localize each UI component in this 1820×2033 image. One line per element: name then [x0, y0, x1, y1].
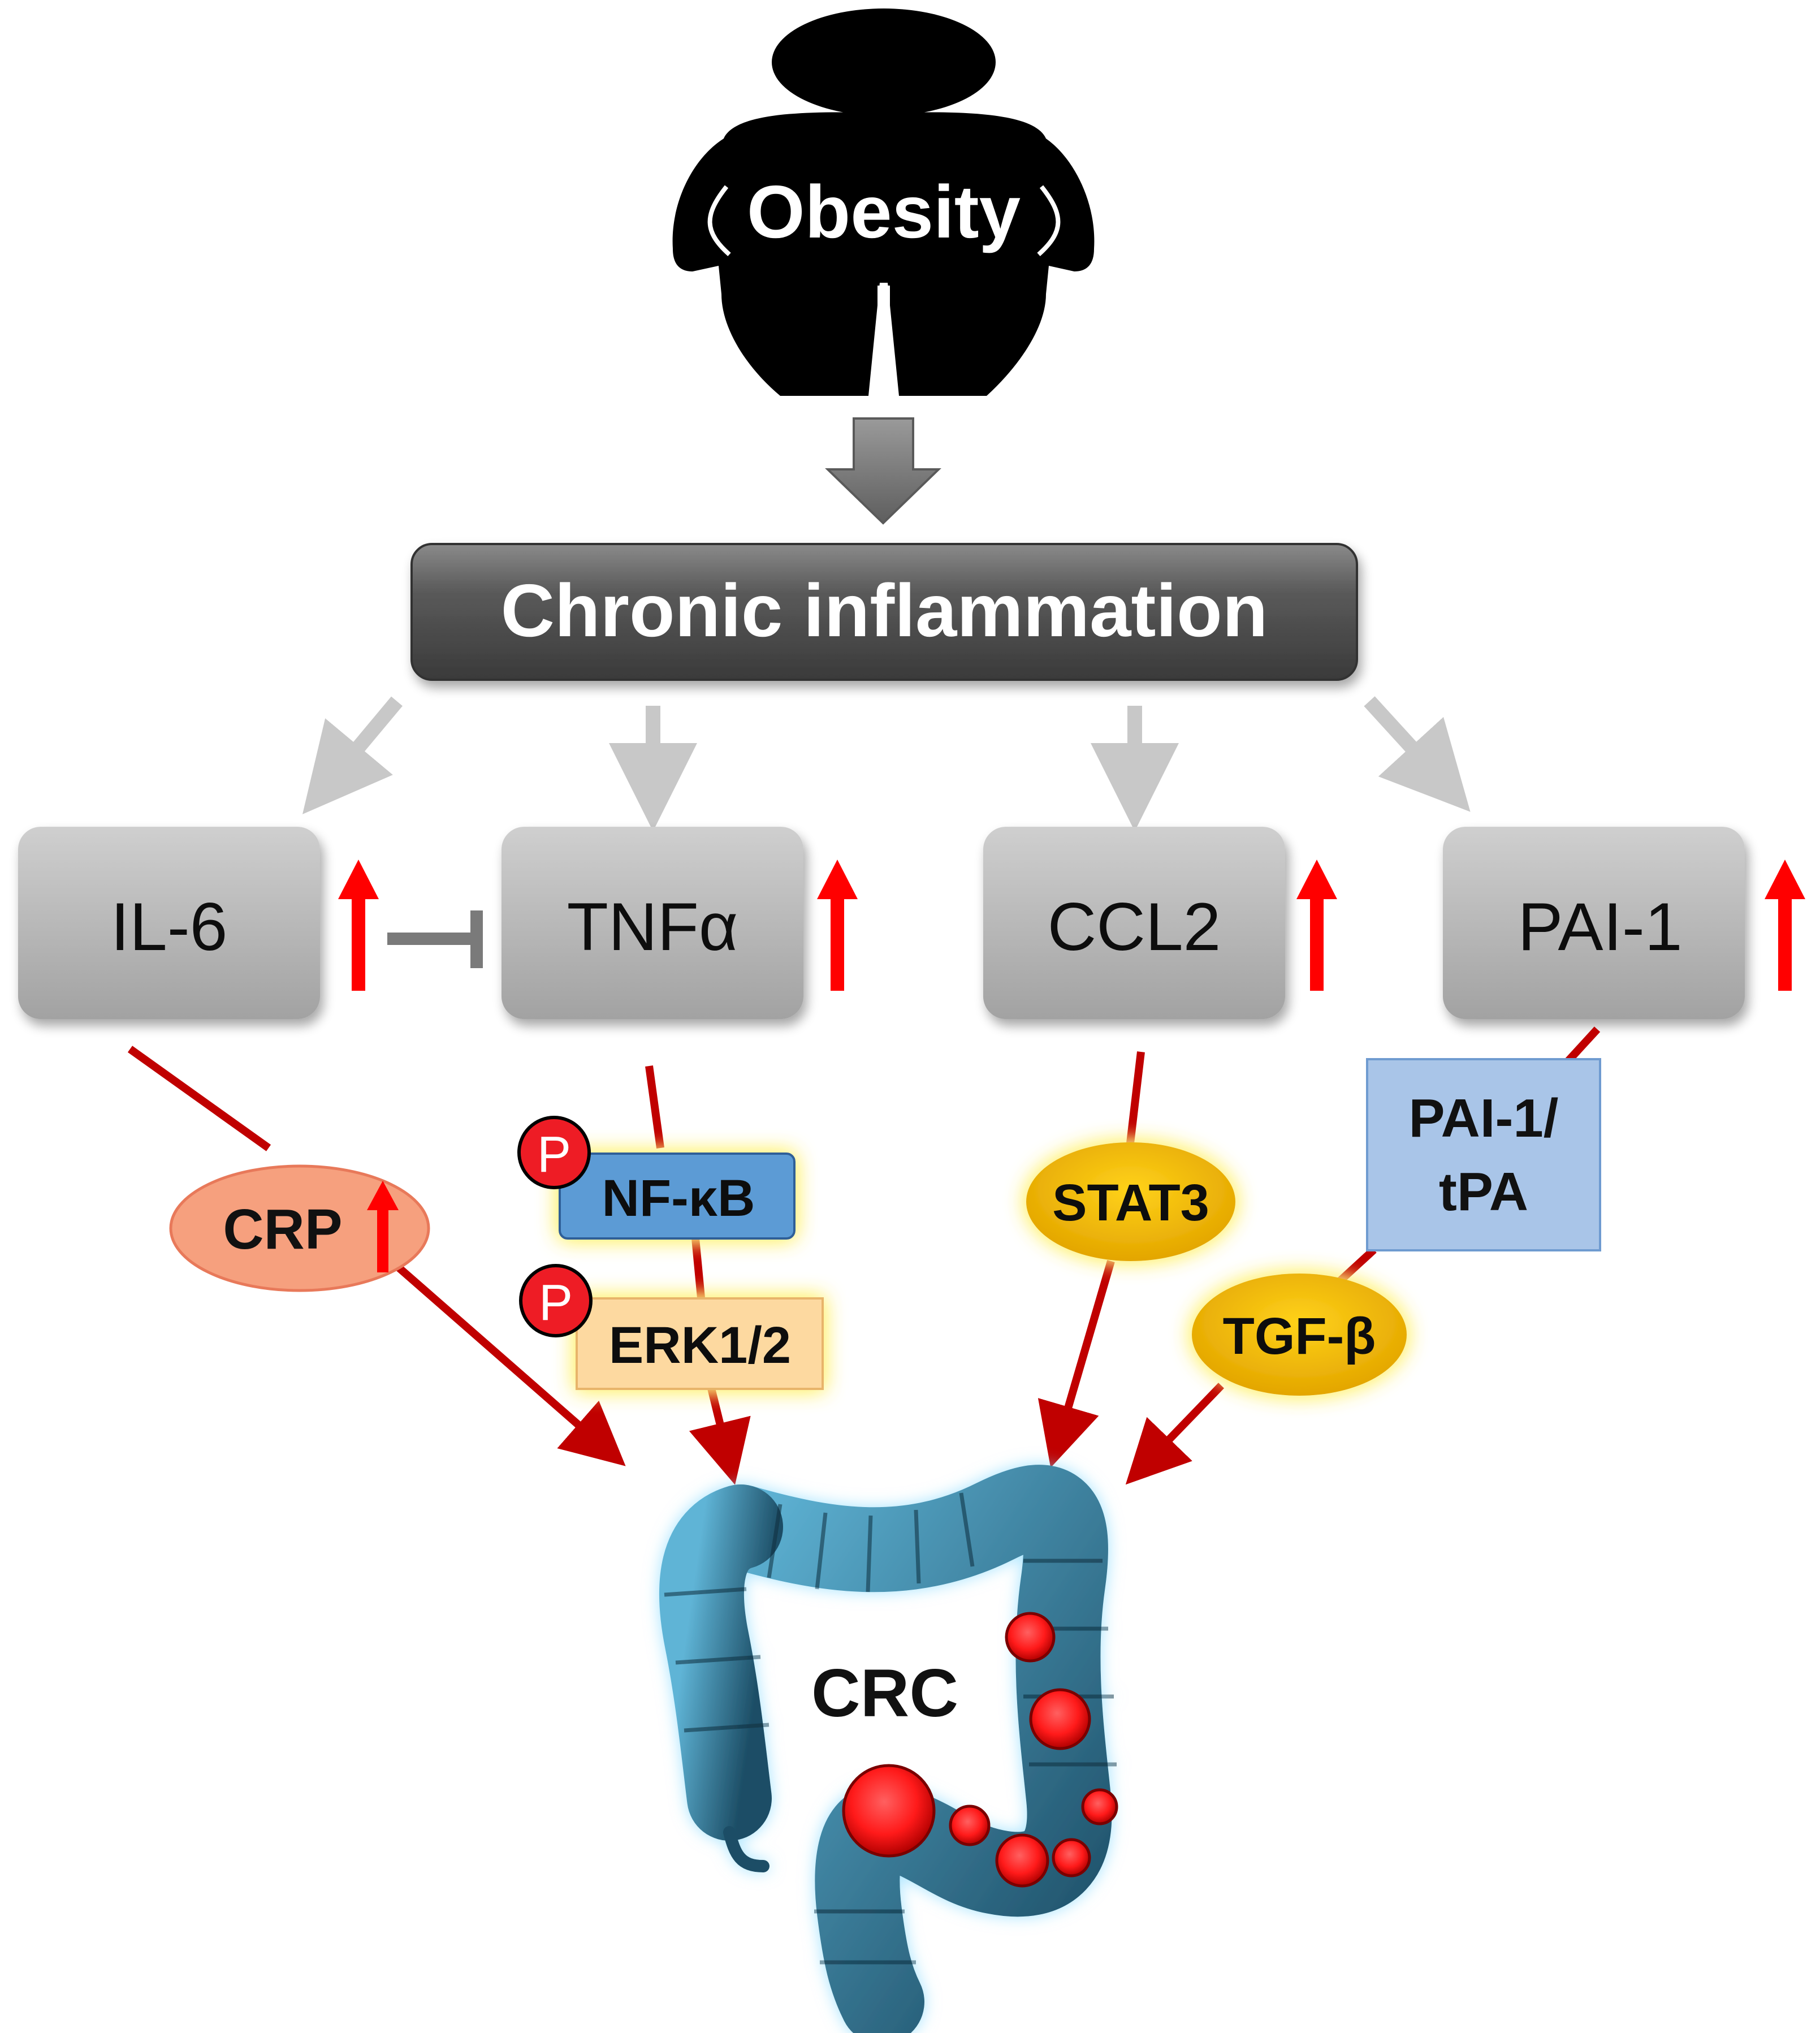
obesity-label: Obesity	[747, 170, 1021, 253]
pai-tpa-label-line2: tPA	[1439, 1162, 1528, 1222]
cytokine-pai1: PAI-1	[1443, 827, 1745, 1019]
tumor-icon	[842, 1764, 936, 1858]
chronic-inflammation-box: Chronic inflammation	[410, 543, 1358, 681]
crp-node: CRP	[169, 1164, 430, 1292]
increase-arrows	[338, 860, 1805, 991]
stat3-label: STAT3	[1052, 1174, 1209, 1232]
head-icon	[772, 8, 996, 116]
phospho-label: P	[539, 1275, 573, 1331]
tumor-icon	[1052, 1838, 1091, 1877]
pai1-to-complex-line	[1563, 1026, 1601, 1066]
obesity-figure: Obesity	[672, 8, 1095, 396]
il6-to-crp-line	[127, 1046, 271, 1151]
phospho-label: P	[537, 1126, 571, 1183]
tgfb-node: TGF-β	[1192, 1274, 1407, 1396]
waist-curve-icon	[707, 185, 731, 256]
tumors	[842, 1612, 1118, 1888]
nfkb-node: NF-κB	[559, 1153, 796, 1240]
chronic-inflammation-label: Chronic inflammation	[501, 569, 1268, 652]
nfkb-label: NF-κB	[602, 1169, 755, 1227]
up-arrow-icon	[367, 1181, 399, 1272]
complex-to-tgfb-line	[1337, 1246, 1377, 1284]
inflammation-arrows	[302, 696, 1471, 831]
cytokine-label: PAI-1	[1518, 889, 1682, 965]
crp-to-crc-arrow	[388, 1258, 626, 1466]
cytokine-label: IL-6	[111, 889, 228, 965]
cytokine-row: IL-6 TNFα CCL2 PAI-1	[18, 827, 1745, 1019]
waist-curve-icon	[1037, 185, 1061, 256]
cytokine-il6: IL-6	[18, 827, 320, 1019]
tumor-icon	[995, 1833, 1049, 1888]
appendix-icon	[723, 1826, 769, 1872]
colon-ascending-icon	[659, 1484, 783, 1841]
tgfb-label: TGF-β	[1223, 1307, 1376, 1365]
pai-tpa-node: PAI-1/ tPA	[1366, 1058, 1601, 1251]
stat3-node: STAT3	[1026, 1142, 1235, 1261]
up-arrow-icon	[338, 860, 379, 991]
crc-label: CRC	[811, 1655, 958, 1731]
inhibition-icon	[387, 910, 483, 968]
erk-label: ERK1/2	[609, 1317, 791, 1374]
tumor-icon	[949, 1805, 991, 1846]
leg-gap	[877, 286, 890, 393]
tgfb-to-crc-arrow	[1125, 1383, 1225, 1485]
pai-tpa-label-line1: PAI-1/	[1409, 1088, 1559, 1149]
arrow-to-pai1	[1364, 696, 1471, 812]
up-arrow-icon	[1296, 860, 1337, 991]
body-silhouette-icon	[672, 112, 1095, 396]
phospho-badge-nfkb: P	[517, 1116, 591, 1189]
stat3-to-crc-arrow	[1037, 1260, 1115, 1468]
up-arrow-icon	[817, 860, 858, 991]
up-arrow-icon	[1765, 860, 1805, 991]
cytokine-label: CCL2	[1048, 889, 1221, 965]
tumor-icon	[1029, 1688, 1091, 1750]
colon-haustra	[664, 1492, 1117, 1965]
colon-icon	[698, 1465, 1112, 2033]
cytokine-ccl2: CCL2	[983, 827, 1285, 1019]
tnfa-to-nfkb-line	[645, 1065, 664, 1149]
ccl2-to-stat3-line	[1126, 1051, 1145, 1149]
nfkb-to-erk-line	[691, 1238, 705, 1298]
pathway-lines	[127, 1026, 1601, 1485]
colon-illustration	[659, 1465, 1117, 2033]
arrow-to-il6	[302, 696, 403, 814]
tumor-icon	[1005, 1612, 1056, 1663]
crp-label: CRP	[223, 1198, 342, 1261]
down-arrow-icon	[825, 417, 941, 525]
erk-node: ERK1/2	[576, 1297, 824, 1390]
tumor-icon	[1081, 1788, 1118, 1825]
cytokine-tnfa: TNFα	[502, 827, 803, 1019]
phospho-badge-erk: P	[519, 1264, 593, 1337]
erk-to-crc-arrow	[689, 1387, 751, 1485]
cytokine-label: TNFα	[567, 889, 738, 965]
